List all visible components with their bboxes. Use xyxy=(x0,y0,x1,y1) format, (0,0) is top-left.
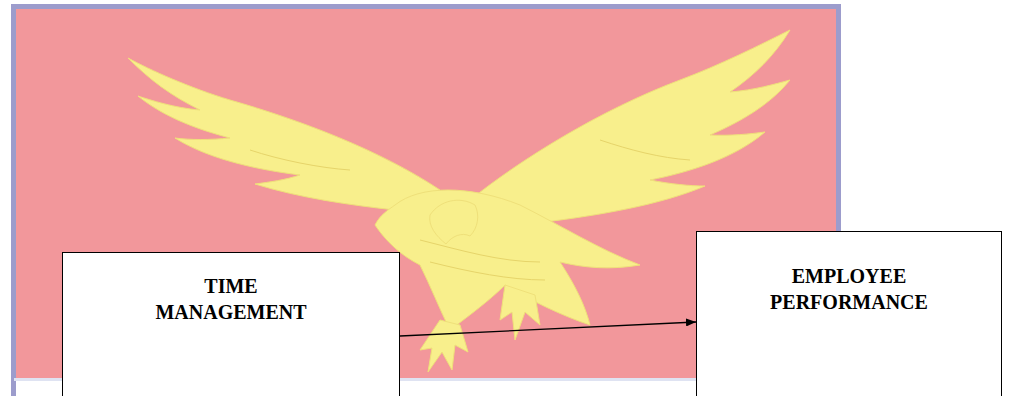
concept-box: EMPLOYEE PERFORMANCE xyxy=(696,231,1002,396)
box-label: EMPLOYEE PERFORMANCE xyxy=(749,263,949,315)
box-label: TIME MANAGEMENT xyxy=(141,273,321,325)
concept-box: TIME MANAGEMENT xyxy=(62,252,400,396)
arrow-connector xyxy=(400,322,696,336)
